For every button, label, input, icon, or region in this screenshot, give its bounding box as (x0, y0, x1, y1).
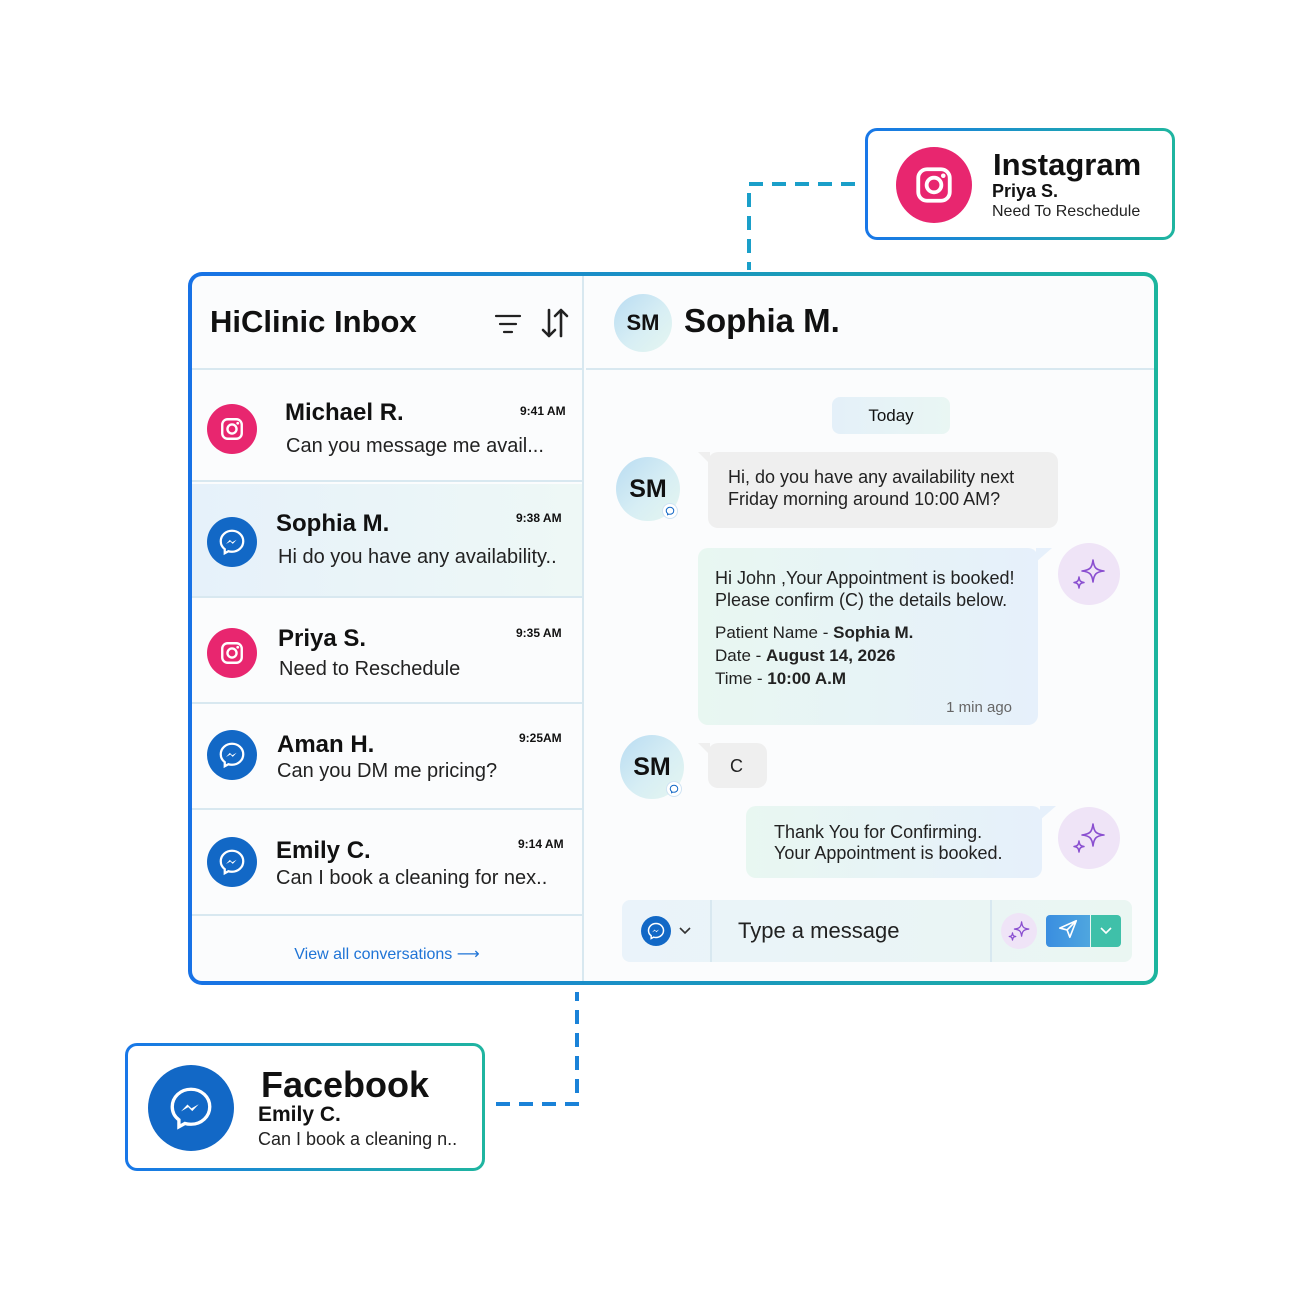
incoming-message-bubble: Hi, do you have any availability next Fr… (698, 452, 1058, 528)
conversation-preview: Can you message me avail... (286, 435, 544, 457)
conversation-time: 9:25AM (519, 731, 562, 745)
appointment-date-row: Date - August 14, 2026 (715, 645, 895, 667)
avatar: SM (620, 735, 684, 799)
send-options-button[interactable] (1091, 915, 1121, 947)
conversation-preview: Can I book a cleaning for nex.. (276, 867, 548, 889)
inbox-window: HiClinic Inbox Michael R. 9:41 AM Can yo… (188, 272, 1158, 985)
facebook-callout-card: Facebook Emily C. Can I book a cleaning … (125, 1043, 485, 1171)
bubble-tail (1036, 548, 1052, 562)
avatar-initials: SM (629, 474, 667, 503)
sparkle-icon (1058, 807, 1120, 869)
instagram-callout-card: Instagram Priya S. Need To Reschedule (865, 128, 1175, 240)
inbox-header: HiClinic Inbox (192, 276, 584, 370)
filter-icon[interactable] (494, 312, 522, 336)
chat-header: SM Sophia M. (586, 276, 1154, 370)
conversation-list-pane: HiClinic Inbox Michael R. 9:41 AM Can yo… (192, 276, 584, 981)
chevron-down-icon (1100, 922, 1112, 940)
message-line: Hi, do you have any availability next (728, 467, 1015, 487)
date-value: August 14, 2026 (766, 646, 896, 665)
date-separator: Today (832, 397, 950, 434)
message-timestamp: 1 min ago (946, 699, 1012, 716)
conversation-preview: Hi do you have any availability.. (278, 546, 557, 568)
inbox-title: HiClinic Inbox (210, 304, 417, 339)
send-icon (1057, 918, 1079, 945)
conversation-item[interactable]: Priya S. 9:35 AM Need to Reschedule (192, 598, 582, 704)
appointment-patient-row: Patient Name - Sophia M. (715, 622, 913, 644)
chat-pane: SM Sophia M. Today SM Hi, do you have an… (586, 276, 1154, 981)
message-line: Friday morning around 10:00 AM? (728, 489, 1001, 509)
conversation-name: Priya S. (278, 625, 367, 652)
message-line: C (730, 756, 743, 776)
conversation-name: Emily C. (276, 837, 371, 864)
channel-picker[interactable] (622, 900, 712, 962)
message-composer (622, 900, 1132, 962)
chevron-down-icon (679, 922, 691, 940)
messenger-icon (207, 730, 257, 780)
appointment-time-row: Time - 10:00 A.M (715, 668, 846, 690)
avatar: SM (616, 457, 680, 521)
send-button[interactable] (1046, 915, 1090, 947)
message-input[interactable] (714, 900, 990, 962)
conversation-name: Aman H. (277, 731, 375, 758)
conversation-time: 9:14 AM (518, 837, 564, 851)
date-label: Date - (715, 646, 767, 665)
message-line: Your Appointment is booked. (774, 843, 1003, 863)
avatar-initials: SM (633, 752, 671, 781)
time-value: 10:00 A.M (767, 669, 846, 688)
conversation-item[interactable]: Aman H. 9:25AM Can you DM me pricing? (192, 704, 582, 810)
sparkle-icon (1001, 913, 1037, 949)
instagram-icon (207, 404, 257, 454)
instagram-icon (207, 628, 257, 678)
conversation-time: 9:38 AM (516, 511, 562, 525)
bubble-tail (1040, 806, 1056, 820)
instagram-connector (747, 182, 855, 270)
sparkle-icon (1058, 543, 1120, 605)
ai-assist-button[interactable] (990, 900, 1046, 962)
messenger-icon (148, 1065, 234, 1151)
message-line: Hi John ,Your Appointment is booked! (715, 568, 1015, 588)
instagram-icon (896, 147, 972, 223)
chat-contact-name: Sophia M. (684, 302, 840, 339)
callout-contact-name: Emily C. (258, 1103, 341, 1126)
patient-value: Sophia M. (833, 623, 914, 642)
time-label: Time - (715, 669, 768, 688)
conversation-preview: Can you DM me pricing? (277, 760, 498, 782)
incoming-message-bubble: C (698, 743, 767, 788)
callout-channel-title: Instagram (993, 147, 1142, 182)
bubble-tail (698, 743, 710, 755)
conversation-item[interactable]: Emily C. 9:14 AM Can I book a cleaning f… (192, 810, 582, 916)
avatar: SM (614, 294, 672, 352)
outgoing-message-bubble: Hi John ,Your Appointment is booked! Ple… (698, 548, 1052, 725)
messenger-icon (662, 503, 678, 519)
message-line: Please confirm (C) the details below. (715, 590, 1008, 610)
messenger-icon (207, 517, 257, 567)
conversation-name: Sophia M. (276, 510, 390, 537)
patient-label: Patient Name - (715, 623, 834, 642)
callout-message-preview: Need To Reschedule (992, 203, 1141, 220)
callout-contact-name: Priya S. (992, 181, 1059, 201)
conversation-time: 9:41 AM (520, 404, 566, 418)
conversation-time: 9:35 AM (516, 626, 562, 640)
conversation-name: Michael R. (285, 399, 404, 426)
conversation-preview: Need to Reschedule (279, 658, 461, 680)
facebook-connector (496, 992, 579, 1106)
callout-channel-title: Facebook (261, 1064, 430, 1105)
callout-message-preview: Can I book a cleaning n.. (258, 1129, 458, 1149)
messenger-icon (641, 916, 671, 946)
conversation-item[interactable]: Michael R. 9:41 AM Can you message me av… (192, 372, 582, 482)
messenger-icon (207, 837, 257, 887)
sort-icon[interactable] (540, 306, 570, 340)
conversation-item-active[interactable]: Sophia M. 9:38 AM Hi do you have any ava… (192, 484, 582, 598)
outgoing-message-bubble: Thank You for Confirming. Your Appointme… (746, 806, 1056, 878)
message-line: Thank You for Confirming. (774, 822, 983, 842)
view-all-conversations-link[interactable]: View all conversations ⟶ (294, 946, 480, 963)
bubble-tail (698, 452, 710, 464)
messenger-icon (666, 781, 682, 797)
